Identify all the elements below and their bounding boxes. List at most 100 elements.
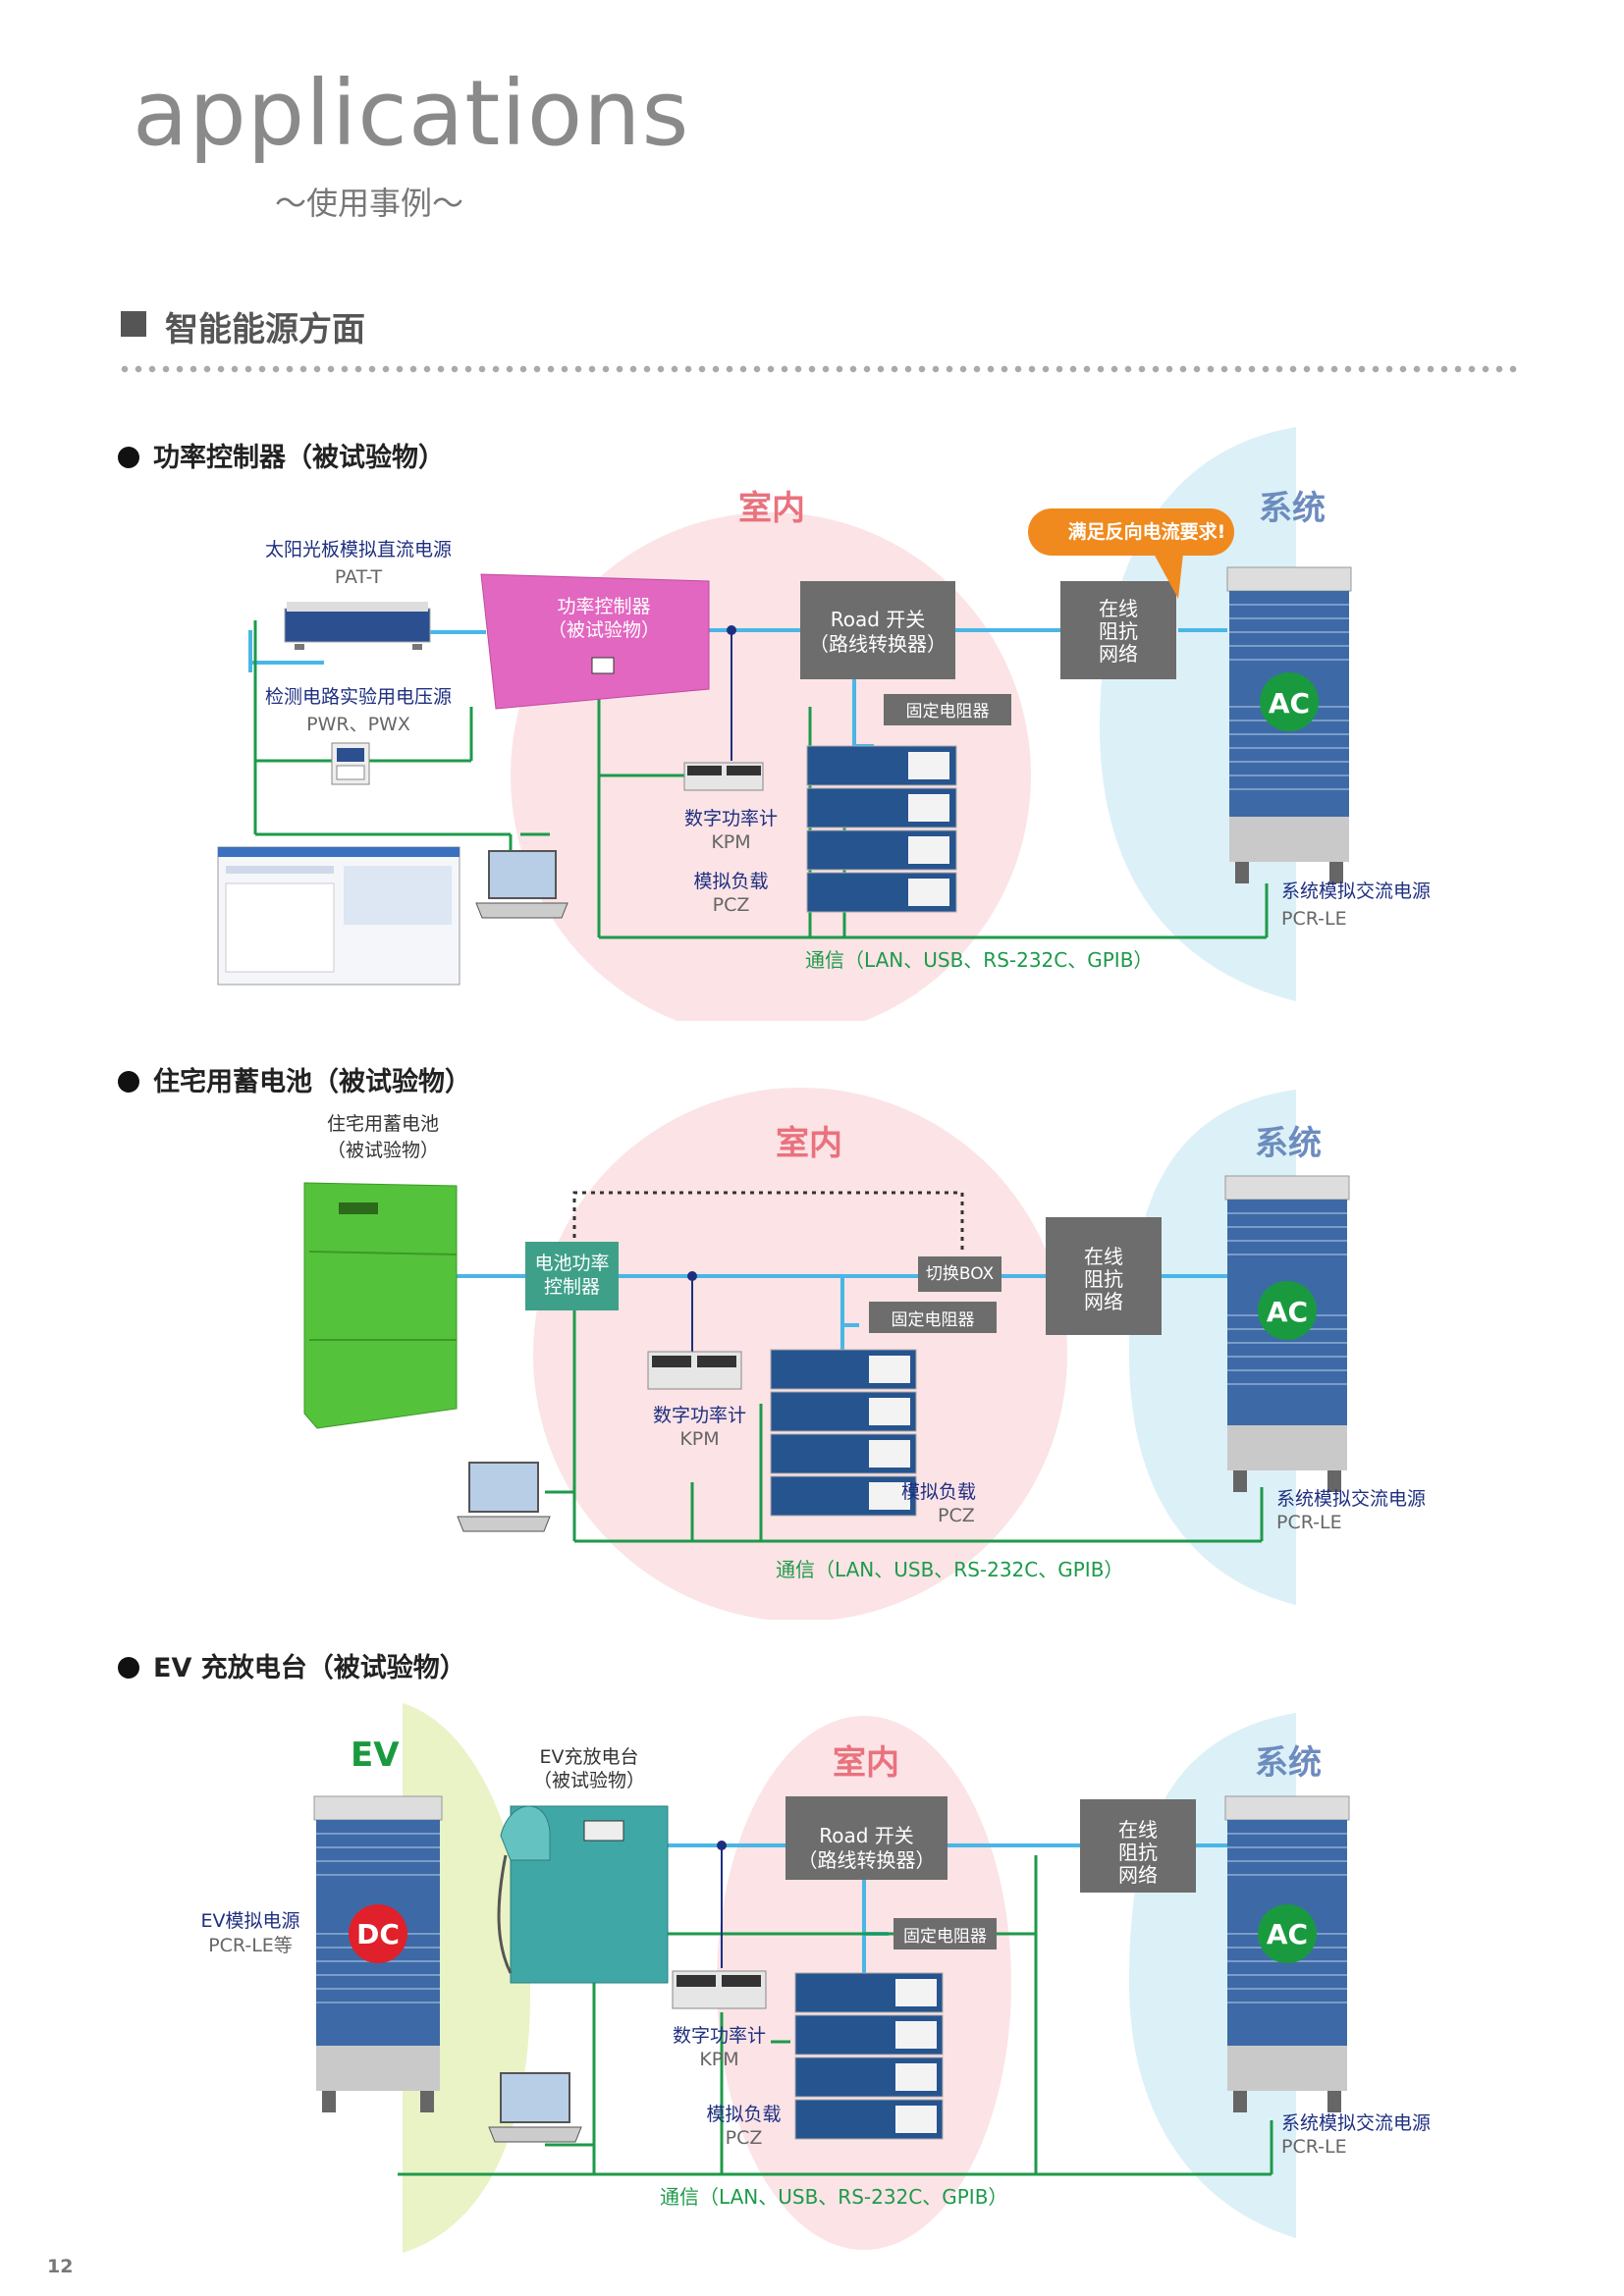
page-title: applications [133,61,690,166]
zone-indoor-3: 室内 [833,1743,899,1783]
kpm-device [647,1351,742,1390]
ev-source-model: PCR-LE等 [208,1935,293,1956]
impedance-label-2c: 网络 [1084,1290,1123,1313]
switch-box [918,1256,1001,1292]
pcr-label-2: 系统模拟交流电源 [1276,1488,1427,1510]
pcr-le-cabinet [1226,566,1352,883]
bpc-label-2: 控制器 [543,1276,600,1298]
ev-source-label: EV模拟电源 [200,1910,300,1932]
kpm-label-1: 数字功率计 [683,808,778,829]
ac-badge-2: AC [1266,1296,1309,1328]
road-switch-label-2: （路线转换器） [809,632,947,656]
pcr-le-cabinet [1224,1175,1350,1492]
battery-dut [303,1182,458,1429]
zone-system-3: 系统 [1255,1743,1322,1783]
fixed-resistor-label-3: 固定电阻器 [903,1927,987,1947]
comm-label-1: 通信（LAN、USB、RS-232C、GPIB） [805,948,1154,972]
comm-label-2: 通信（LAN、USB、RS-232C、GPIB） [776,1558,1124,1581]
bpc-label-1: 电池功率 [534,1253,610,1274]
dc-badge: DC [356,1918,400,1950]
bullet-icon [118,1657,139,1679]
fixed-resistor-box [869,1302,997,1333]
road-switch-label-3b: （路线转换器） [797,1848,936,1872]
diagram-1-heading-text: 功率控制器（被试验物） [153,443,445,473]
impedance-label-1a: 在线 [1099,597,1138,620]
impedance-label-2b: 阻抗 [1084,1267,1123,1291]
pcz-label-3: 模拟负载 [706,2104,782,2125]
battery-label-1: 住宅用蓄电池 [326,1113,439,1135]
section-square-icon [121,311,146,337]
zone-system-2: 系统 [1255,1124,1322,1163]
kpm-model-3: KPM [699,2049,739,2070]
impedance-label-3c: 网络 [1118,1863,1158,1887]
kpm-label-2: 数字功率计 [652,1405,746,1426]
pcz-model-1: PCZ [712,894,750,916]
dut-label-2: （被试验物） [547,619,660,641]
pwr-label: 检测电路实验用电压源 [264,686,452,708]
dotted-divider [118,365,1522,373]
impedance-label-2a: 在线 [1084,1245,1123,1268]
pcz-label-2: 模拟负载 [901,1481,977,1503]
impedance-label-3a: 在线 [1118,1818,1158,1842]
switch-box-label: 切换BOX [925,1264,995,1284]
pcr-model-3: PCR-LE [1281,2136,1347,2158]
pcz-model-3: PCZ [725,2127,763,2149]
pat-model: PAT-T [334,566,383,588]
zone-system-1: 系统 [1259,489,1326,528]
page-subtitle: ～使用事例～ [275,185,464,222]
pcr-model-2: PCR-LE [1276,1512,1342,1533]
comm-label-3: 通信（LAN、USB、RS-232C、GPIB） [660,2185,1008,2209]
diagram-3-svg [313,1703,1350,2253]
diagram-2-heading-text: 住宅用蓄电池（被试验物） [153,1067,471,1097]
laptop-icon [475,850,568,919]
power-controller-dut [480,573,710,710]
road-switch-label-3a: Road 开关 [819,1824,914,1847]
fixed-resistor-label-1: 固定电阻器 [905,702,990,721]
impedance-label-1b: 阻抗 [1099,619,1138,643]
zone-ev: EV [351,1735,400,1775]
ev-station-label-2: （被试验物） [532,1770,645,1791]
ev-source-cabinet [313,1795,443,2112]
pcz-stack [770,1349,917,1517]
pcz-model-2: PCZ [938,1505,975,1526]
dotted-link [572,1191,964,1252]
pcr-label-1: 系统模拟交流电源 [1281,881,1432,902]
callout-text: 满足反向电流要求! [1067,521,1226,543]
pat-t-device [284,602,431,650]
pcr-model-1: PCR-LE [1281,908,1347,930]
laptop-icon [488,2072,582,2143]
kpm-model-2: KPM [679,1428,720,1450]
diagram-1-svg [217,427,1352,1021]
section-title: 智能能源方面 [165,310,365,349]
kpm-device [683,762,764,791]
ev-station-dut [497,1805,669,1984]
laptop-icon [457,1462,551,1532]
zone-indoor-2: 室内 [776,1124,842,1163]
software-screenshot [217,846,460,986]
road-switch-box [800,581,955,679]
pwr-model: PWR、PWX [306,714,410,735]
kpm-model-1: KPM [711,831,751,853]
pcz-label-1: 模拟负载 [693,871,769,892]
road-switch-box [785,1796,947,1880]
impedance-box [1060,581,1176,679]
bullet-icon [118,1071,139,1093]
ev-station-label-1: EV充放电台 [539,1746,639,1768]
diagram-2-heading: 住宅用蓄电池（被试验物） [118,1060,471,1098]
road-switch-label-1: Road 开关 [830,608,926,631]
impedance-box [1080,1799,1196,1893]
ac-badge-1: AC [1268,687,1311,720]
pcr-label-3: 系统模拟交流电源 [1281,2112,1432,2134]
pwr-device [331,742,370,785]
pat-label: 太阳光板模拟直流电源 [264,539,452,561]
impedance-box [1046,1217,1162,1335]
ac-badge-3: AC [1266,1918,1309,1950]
callout-bubble [1028,508,1234,599]
diagram-1-heading: 功率控制器（被试验物） [118,436,445,474]
page-number: 12 [47,2256,74,2277]
battery-power-controller-box [525,1242,619,1310]
kpm-device [672,1970,767,2009]
kpm-label-3: 数字功率计 [672,2025,766,2047]
fixed-resistor-box [893,1918,997,1949]
bullet-icon [118,447,139,468]
